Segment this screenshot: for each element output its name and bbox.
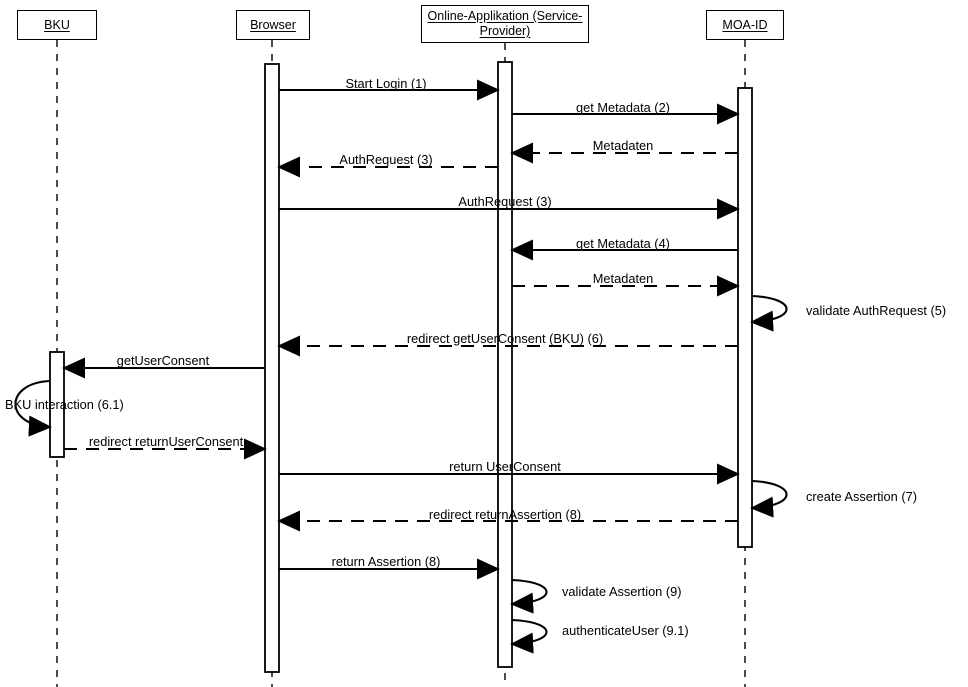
message-label-2: get Metadata (2) [576, 100, 670, 115]
self-message-arrow-1[interactable] [14, 379, 52, 437]
activation-bar-bku [49, 351, 65, 458]
self-message-label-3: validate Assertion (9) [562, 584, 682, 599]
message-label-3: Metadaten [592, 138, 654, 153]
message-label-5: AuthRequest (3) [458, 194, 552, 209]
self-message-arrow-0[interactable] [750, 294, 788, 332]
lifeline-header-browser[interactable]: Browser [236, 10, 310, 40]
lifeline-header-moaid[interactable]: MOA-ID [706, 10, 784, 40]
message-label-4: AuthRequest (3) [339, 152, 433, 167]
message-label-8: redirect getUserConsent (BKU) (6) [406, 331, 604, 346]
lifeline-header-oa[interactable]: Online-Applikation (Service-Provider) [421, 5, 589, 43]
lifeline-label-oa: Online-Applikation (Service-Provider) [427, 9, 583, 38]
message-label-13: return Assertion (8) [331, 554, 441, 569]
lifeline-label-moaid: MOA-ID [722, 17, 768, 32]
message-label-12: redirect returnAssertion (8) [428, 507, 582, 522]
lifeline-label-browser: Browser [250, 17, 296, 32]
lifeline-header-bku[interactable]: BKU [17, 10, 97, 40]
message-label-10: redirect returnUserConsent [88, 434, 244, 449]
self-message-arrow-4[interactable] [510, 618, 548, 654]
activation-bar-moaid [737, 87, 753, 548]
self-message-label-4: authenticateUser (9.1) [562, 623, 689, 638]
self-message-label-1: BKU interaction (6.1) [5, 397, 124, 412]
lifeline-label-bku: BKU [44, 17, 70, 32]
message-label-1: Start Login (1) [345, 76, 427, 91]
self-message-arrow-3[interactable] [510, 578, 548, 614]
self-message-arrow-2[interactable] [750, 479, 788, 518]
message-label-7: Metadaten [592, 271, 654, 286]
message-label-11: return UserConsent [449, 459, 561, 474]
self-message-label-0: validate AuthRequest (5) [806, 303, 947, 318]
message-label-6: get Metadata (4) [576, 236, 670, 251]
message-label-9: getUserConsent [116, 353, 210, 368]
activation-bar-oa [497, 61, 513, 668]
activation-bar-browser [264, 63, 280, 673]
self-message-label-2: create Assertion (7) [806, 489, 917, 504]
